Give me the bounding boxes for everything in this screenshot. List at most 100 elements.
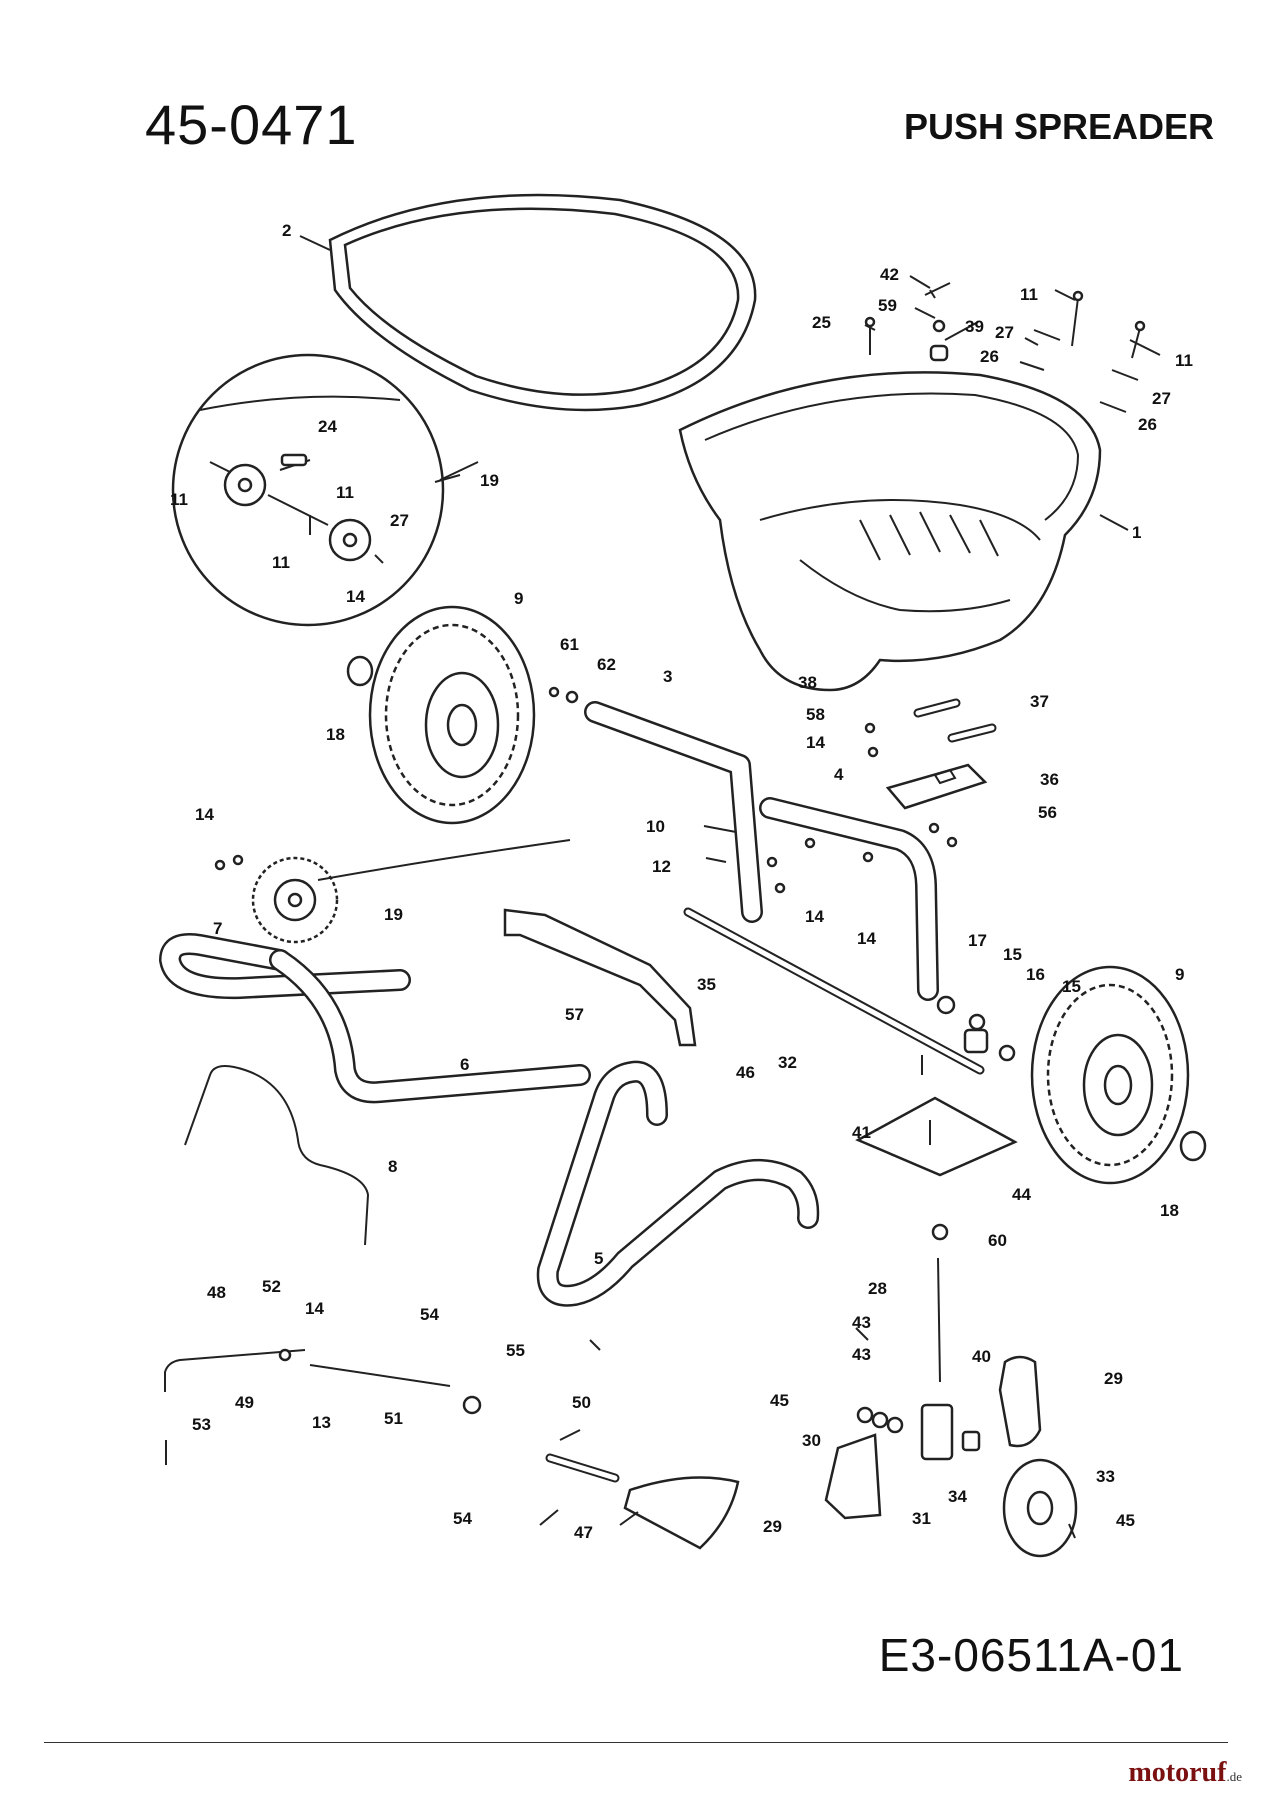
callout-43: 43 bbox=[852, 1345, 871, 1364]
part-agitator-lower[interactable] bbox=[251, 839, 571, 944]
footer-divider bbox=[44, 1742, 1228, 1743]
callout-14: 14 bbox=[195, 805, 214, 824]
callout-62: 62 bbox=[597, 655, 616, 674]
callout-56: 56 bbox=[1038, 803, 1057, 822]
part-bushing-34[interactable] bbox=[961, 1430, 981, 1452]
callout-11: 11 bbox=[170, 490, 188, 509]
callout-41: 41 bbox=[852, 1123, 871, 1142]
part-shutter-plate[interactable] bbox=[885, 763, 988, 810]
callout-15: 15 bbox=[1003, 945, 1022, 964]
callout-6: 6 bbox=[460, 1055, 469, 1074]
callout-34: 34 bbox=[948, 1487, 967, 1506]
part-handle-upper[interactable] bbox=[159, 933, 411, 1000]
callout-2: 2 bbox=[282, 221, 291, 240]
callout-16: 16 bbox=[1026, 965, 1045, 984]
callout-11: 11 bbox=[1175, 351, 1193, 370]
callout-40: 40 bbox=[972, 1347, 991, 1366]
callout-43: 43 bbox=[852, 1313, 871, 1332]
part-washers-30[interactable] bbox=[856, 1406, 904, 1434]
part-hopper[interactable] bbox=[678, 371, 1102, 692]
part-control-rod[interactable] bbox=[184, 1065, 370, 1246]
callout-54: 54 bbox=[453, 1509, 472, 1528]
callout-35: 35 bbox=[697, 975, 716, 994]
callout-27: 27 bbox=[1152, 389, 1171, 408]
brand-logo[interactable]: motoruf.de bbox=[1128, 1757, 1242, 1789]
part-handle-lower[interactable] bbox=[269, 949, 591, 1104]
callout-14: 14 bbox=[346, 587, 365, 606]
callout-18: 18 bbox=[1160, 1201, 1179, 1220]
callout-45: 45 bbox=[770, 1391, 789, 1410]
callout-25: 25 bbox=[812, 313, 831, 332]
callout-11: 11 bbox=[272, 553, 290, 572]
callout-60: 60 bbox=[988, 1231, 1007, 1250]
callout-14: 14 bbox=[857, 929, 876, 948]
callout-7: 7 bbox=[213, 919, 222, 938]
callout-15: 15 bbox=[1062, 977, 1081, 996]
part-deflector[interactable] bbox=[623, 1476, 740, 1550]
part-hubcap-left[interactable] bbox=[346, 655, 374, 687]
callout-28: 28 bbox=[868, 1279, 887, 1298]
model-number: 45-0471 bbox=[145, 93, 358, 156]
callout-27: 27 bbox=[995, 323, 1014, 342]
part-linkage-49[interactable] bbox=[164, 1349, 306, 1392]
part-gearbox-upper[interactable] bbox=[998, 1355, 1042, 1448]
callout-5: 5 bbox=[594, 1249, 603, 1268]
part-hubcap-right[interactable] bbox=[1179, 1130, 1207, 1162]
callout-14: 14 bbox=[805, 907, 824, 926]
callout-9: 9 bbox=[1175, 965, 1184, 984]
part-pins-37[interactable] bbox=[913, 698, 997, 743]
part-shaft[interactable] bbox=[937, 1257, 941, 1383]
part-gearbox-lower[interactable] bbox=[824, 1433, 882, 1520]
part-hopper-hardware[interactable] bbox=[864, 282, 1146, 413]
part-gear[interactable] bbox=[1002, 1458, 1078, 1558]
callout-14: 14 bbox=[305, 1299, 324, 1318]
callout-29: 29 bbox=[1104, 1369, 1123, 1388]
callout-44: 44 bbox=[1012, 1185, 1031, 1204]
callout-1: 1 bbox=[1132, 523, 1141, 542]
callout-27: 27 bbox=[390, 511, 409, 530]
callout-13: 13 bbox=[312, 1413, 331, 1432]
callout-12: 12 bbox=[652, 857, 671, 876]
callout-57: 57 bbox=[565, 1005, 584, 1024]
part-wheel-left[interactable] bbox=[368, 605, 536, 825]
part-frame-tube[interactable] bbox=[536, 1060, 820, 1307]
callout-46: 46 bbox=[736, 1063, 755, 1082]
callout-32: 32 bbox=[778, 1053, 797, 1072]
callout-53: 53 bbox=[192, 1415, 211, 1434]
part-leg-tube-3[interactable] bbox=[584, 701, 763, 923]
callout-19: 19 bbox=[384, 905, 403, 924]
part-small-hardware[interactable] bbox=[214, 686, 1076, 1539]
callout-8: 8 bbox=[388, 1157, 397, 1176]
part-bracket[interactable] bbox=[503, 908, 697, 1047]
part-handle-grip-50[interactable] bbox=[545, 1453, 620, 1483]
callout-26: 26 bbox=[980, 347, 999, 366]
leader-lines bbox=[299, 235, 1161, 1526]
part-wheel-right[interactable] bbox=[1030, 965, 1190, 1185]
callout-19: 19 bbox=[480, 471, 499, 490]
brand-name: motoruf bbox=[1128, 1757, 1227, 1788]
callout-3: 3 bbox=[663, 667, 672, 686]
callout-59: 59 bbox=[878, 296, 897, 315]
part-linkage-51[interactable] bbox=[309, 1364, 451, 1387]
callout-37: 37 bbox=[1030, 692, 1049, 711]
part-leg-tube-4[interactable] bbox=[759, 797, 939, 1001]
callout-33: 33 bbox=[1096, 1467, 1115, 1486]
callout-11: 11 bbox=[1020, 285, 1038, 304]
callout-38: 38 bbox=[798, 673, 817, 692]
part-gasket-ring[interactable] bbox=[328, 193, 757, 412]
callout-42: 42 bbox=[880, 265, 899, 284]
callout-61: 61 bbox=[560, 635, 579, 654]
callout-14: 14 bbox=[806, 733, 825, 752]
callout-47: 47 bbox=[574, 1523, 593, 1542]
brand-tld: .de bbox=[1226, 1769, 1242, 1784]
part-spinner[interactable] bbox=[855, 1096, 1018, 1177]
callout-10: 10 bbox=[646, 817, 665, 836]
part-pinion-31[interactable] bbox=[920, 1403, 954, 1461]
callout-11: 11 bbox=[336, 483, 354, 502]
callout-55: 55 bbox=[506, 1341, 525, 1360]
part-agitator-detail[interactable] bbox=[171, 353, 445, 627]
callout-18: 18 bbox=[326, 725, 345, 744]
part-axle-rod[interactable] bbox=[683, 907, 985, 1075]
callout-54: 54 bbox=[420, 1305, 439, 1324]
callout-31: 31 bbox=[912, 1509, 931, 1528]
